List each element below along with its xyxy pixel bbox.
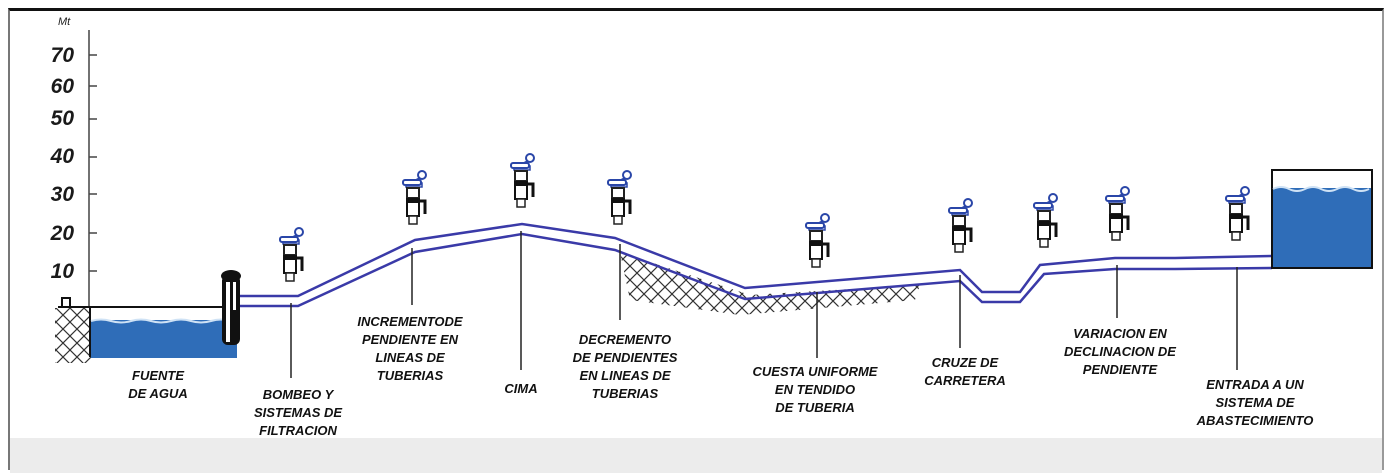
water-source-icon (55, 297, 240, 363)
air-valve-icon (1224, 185, 1251, 242)
label-slope-increase: INCREMENTODE PENDIENTE EN LINEAS DE TUBE… (357, 314, 463, 383)
air-valve-icon (606, 169, 633, 226)
label-slope-variation: VARIACION EN DECLINACION DE PENDIENTE (1064, 326, 1176, 377)
y-tick-50: 50 (50, 107, 74, 130)
y-tick-30: 30 (50, 183, 74, 206)
y-tick-40: 40 (50, 145, 74, 168)
y-tick-10: 10 (50, 260, 74, 283)
y-tick-60: 60 (50, 75, 74, 98)
label-road-crossing: CRUZE DE CARRETERA (924, 355, 1006, 388)
bottom-band (10, 438, 1382, 473)
axis-unit-label: Mt (58, 16, 71, 28)
label-water-source: FUENTE DE AGUA (128, 368, 188, 401)
air-valve-icon (1104, 185, 1131, 242)
diagram-frame (8, 8, 1384, 470)
label-supply-entry: ENTRADA A UN SISTEMA DE ABASTECIMIENTO (1196, 377, 1314, 428)
water-tank-icon (1271, 169, 1373, 269)
air-valve-icon (804, 212, 831, 269)
y-tick-70: 70 (50, 44, 74, 67)
y-tick-20: 20 (50, 222, 74, 245)
pump-icon (221, 270, 241, 345)
leader-lines (290, 231, 1238, 378)
label-pumping-filtration: BOMBEO Y SISTEMAS DE FILTRACION (253, 387, 343, 438)
air-valve-icon (509, 152, 536, 209)
air-valve-icon (947, 197, 974, 254)
label-uniform-slope: CUESTA UNIFORME EN TENDIDO DE TUBERIA (752, 364, 878, 415)
ground-hatch-valley (620, 252, 920, 315)
air-valve-icon (1032, 192, 1059, 249)
air-valve-icon (401, 169, 428, 226)
label-peak: CIMA (504, 381, 538, 396)
air-valve-icon (278, 226, 305, 283)
label-slope-decrease: DECREMENTO DE PENDIENTES EN LINEAS DE TU… (572, 332, 678, 401)
